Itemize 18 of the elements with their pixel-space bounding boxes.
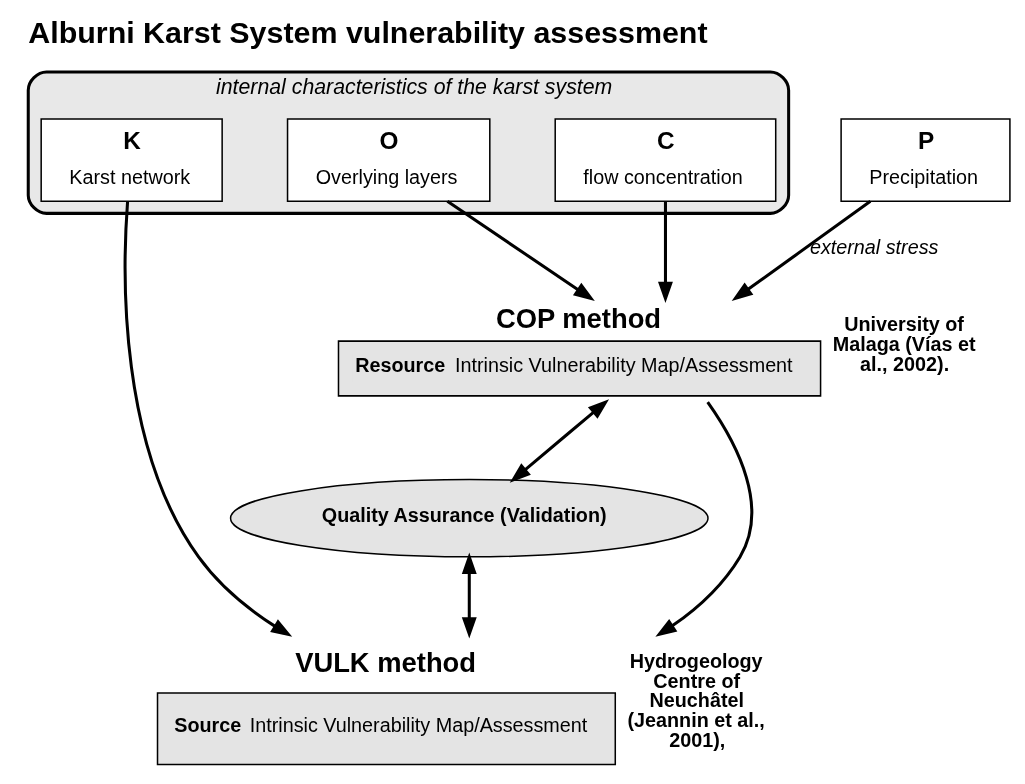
arrow xyxy=(657,201,673,304)
node-label: University of Malaga (Vías et al., 2002). xyxy=(832,313,976,375)
node-box: K Karst network xyxy=(39,118,223,202)
node-box: O Overlying layers xyxy=(286,118,491,202)
arrow xyxy=(123,201,292,637)
node-label: COP method xyxy=(495,303,661,335)
edge-label: external stress xyxy=(809,235,938,258)
node-label: Hydrogeology Centre of Neuchâtel (Jeannin et al., 2001), xyxy=(626,649,765,751)
arrow xyxy=(461,552,477,639)
arrow xyxy=(446,200,595,301)
arrow xyxy=(731,200,871,302)
arrow xyxy=(654,401,753,637)
arrow xyxy=(509,399,609,483)
node-ellipse: Quality Assurance (Validation) xyxy=(229,478,709,558)
node-label: VULK method xyxy=(294,647,476,679)
node-box: P Precipitation xyxy=(839,118,1011,202)
diagram-title: Alburni Karst System vulnerability assessment xyxy=(27,15,708,50)
node-box: C flow concentration xyxy=(553,118,776,202)
